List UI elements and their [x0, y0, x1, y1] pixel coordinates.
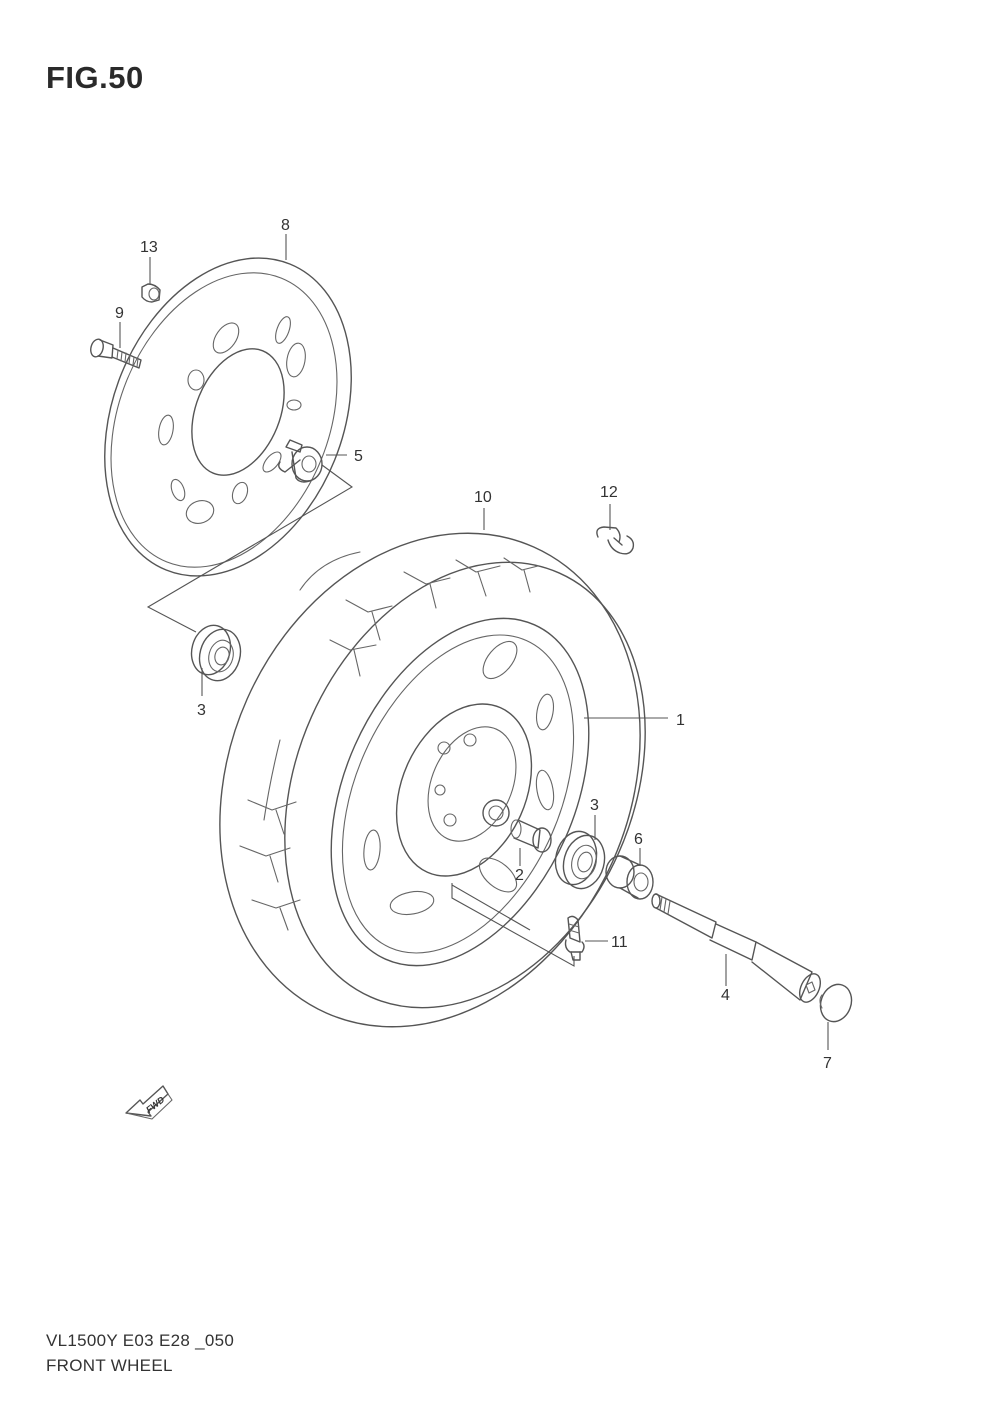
wheel-bearing-right[interactable] [550, 827, 611, 894]
disc-nut[interactable] [141, 283, 161, 303]
hose-clamp[interactable] [596, 526, 635, 555]
callout-3-left: 3 [197, 702, 206, 719]
callout-labels: 1 2 3 3 4 5 6 7 8 9 10 11 12 13 [115, 217, 832, 1072]
front-tire[interactable] [144, 466, 717, 1095]
callout-1: 1 [676, 712, 685, 729]
forward-direction-arrow: FWD [125, 1085, 173, 1120]
distance-collar[interactable] [510, 819, 552, 853]
front-axle[interactable] [651, 893, 824, 1005]
section-name: FRONT WHEEL [46, 1356, 173, 1375]
callout-10: 10 [474, 489, 492, 506]
tire-valve[interactable] [564, 915, 585, 961]
callout-8: 8 [281, 217, 290, 234]
callout-13: 13 [140, 239, 158, 256]
model-code: VL1500Y E03 E28 _050 [46, 1331, 235, 1350]
axle-spacer[interactable] [605, 855, 654, 900]
wheel-bearing-left[interactable] [186, 621, 246, 685]
callout-4: 4 [721, 987, 730, 1004]
callout-5: 5 [354, 448, 363, 465]
brake-disc[interactable] [60, 221, 397, 613]
leader-lines [119, 234, 829, 1050]
callout-11: 11 [611, 934, 628, 951]
callout-7: 7 [823, 1055, 832, 1072]
callout-12: 12 [600, 484, 618, 501]
wheel-rim[interactable] [281, 578, 640, 1006]
callout-9: 9 [115, 305, 124, 322]
callout-2: 2 [515, 867, 524, 884]
disc-bolt[interactable] [89, 338, 142, 369]
disc-spacer[interactable] [278, 439, 323, 483]
callout-6: 6 [634, 831, 643, 848]
figure-title: FIG.50 [46, 60, 144, 95]
callout-3-right: 3 [590, 797, 599, 814]
axle-cap[interactable] [815, 980, 856, 1026]
